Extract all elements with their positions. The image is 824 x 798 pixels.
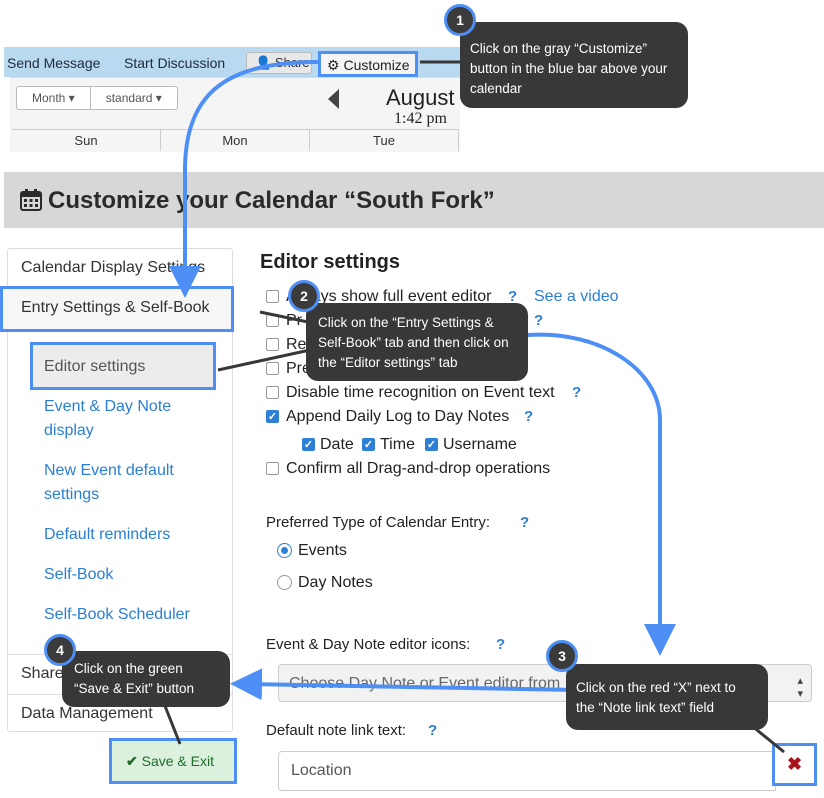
step-badge: 2: [288, 280, 320, 312]
option-label: Date: [320, 436, 354, 453]
pointer-2b: [217, 348, 311, 372]
callout-step-2: Click on the “Entry Settings & Self-Book…: [306, 303, 528, 381]
callout-step-1: Click on the gray “Customize” button in …: [460, 22, 688, 108]
sidebar-item-label: Entry Settings & Self-Book: [21, 299, 210, 316]
day-header: Mon: [161, 130, 310, 151]
sidebar-item-label: Editor settings: [44, 358, 146, 375]
option-label: Append Daily Log to Day Notes: [286, 408, 510, 425]
page-header: [4, 172, 824, 228]
close-icon: ✖: [786, 754, 803, 774]
help-icon[interactable]: ?: [496, 636, 506, 653]
day-header: Tue: [310, 130, 459, 151]
sidebar-subitem-self-book[interactable]: Self-Book: [44, 566, 114, 583]
pointer-2a: [259, 310, 309, 324]
pointer-4: [163, 705, 182, 745]
start-discussion-link[interactable]: Start Discussion: [124, 55, 226, 71]
help-icon[interactable]: ?: [508, 288, 518, 305]
option-label: Always show full event editor: [286, 288, 492, 305]
see-video-link[interactable]: See a video: [534, 288, 619, 305]
radio-label: Day Notes: [298, 574, 373, 591]
step-badge: 4: [44, 634, 76, 666]
callout-step-3: Click on the red “X” next to the “Note l…: [566, 664, 768, 730]
help-icon[interactable]: ?: [534, 312, 544, 329]
checkbox-full-editor[interactable]: [266, 290, 279, 303]
sidebar-subitem-self-book-scheduler[interactable]: Self-Book Scheduler: [44, 606, 190, 623]
checkmark-icon: ✔: [126, 753, 138, 769]
sidebar-item-entry-settings[interactable]: Entry Settings & Self-Book: [0, 286, 234, 332]
preferred-type-label: Preferred Type of Calendar Entry:: [266, 514, 491, 531]
checkbox-time[interactable]: ✓: [362, 438, 375, 451]
select-arrows-icon: ▴▾: [797, 675, 803, 700]
checkbox-append-log[interactable]: ✓: [266, 410, 279, 423]
callout-step-4: Click on the green “Save & Exit” button: [62, 651, 230, 707]
calendar-icon: [20, 189, 42, 211]
option-label: Pre: [286, 360, 311, 377]
standard-view-dropdown[interactable]: standard ▾: [89, 87, 177, 109]
step-badge: 1: [444, 4, 476, 36]
sidebar-subitem-reminders[interactable]: Default reminders: [44, 526, 171, 543]
checkbox-date[interactable]: ✓: [302, 438, 315, 451]
sidebar-subitem-display[interactable]: Event & Day Note display: [44, 398, 172, 439]
arrow-3: [527, 332, 676, 656]
section-heading: Editor settings: [260, 251, 401, 273]
editor-icons-label: Event & Day Note editor icons:: [266, 636, 471, 653]
option-label: Re: [286, 336, 307, 353]
radio-day-notes[interactable]: [277, 575, 292, 590]
option-label: Username: [443, 436, 517, 453]
month-view-dropdown[interactable]: Month ▾: [32, 91, 75, 105]
gears-icon: ⚙: [327, 57, 340, 73]
save-exit-label: Save & Exit: [141, 753, 214, 769]
save-exit-button[interactable]: ✔ Save & Exit: [109, 738, 237, 784]
checkbox-option[interactable]: [266, 362, 279, 375]
customize-button[interactable]: ⚙ Customize: [318, 51, 418, 77]
help-icon[interactable]: ?: [572, 384, 582, 401]
sidebar-item-sharing[interactable]: Share: [21, 665, 64, 682]
checkbox-confirm-drag[interactable]: [266, 462, 279, 475]
sidebar-item-calendar-display[interactable]: Calendar Display Settings: [21, 259, 206, 276]
calendar-time: 1:42 pm: [394, 110, 447, 127]
help-icon[interactable]: ?: [520, 514, 530, 531]
help-icon[interactable]: ?: [428, 722, 438, 739]
send-message-link[interactable]: Send Message: [7, 55, 101, 71]
note-link-value: Location: [291, 762, 352, 779]
calendar-month-title: August: [386, 85, 455, 110]
option-label: Disable time recognition on Event text: [286, 384, 555, 401]
arrow-1: [169, 60, 319, 298]
step-badge: 3: [546, 640, 578, 672]
page-title: Customize your Calendar “South Fork”: [48, 187, 495, 214]
checkbox-username[interactable]: ✓: [425, 438, 438, 451]
customize-label: Customize: [343, 57, 410, 73]
sidebar-subitem-editor-settings[interactable]: Editor settings: [30, 342, 216, 390]
radio-label: Events: [298, 542, 347, 559]
option-label: Confirm all Drag-and-drop operations: [286, 460, 551, 477]
note-link-label: Default note link text:: [266, 722, 407, 739]
radio-events[interactable]: [277, 543, 292, 558]
arrow-3-to-4: [230, 668, 579, 701]
checkbox-disable-time[interactable]: [266, 386, 279, 399]
view-selector: Month ▾ standard ▾: [16, 86, 178, 110]
option-label: Time: [380, 436, 415, 453]
sidebar-item-data-management[interactable]: Data Management: [21, 705, 153, 722]
checkbox-option[interactable]: [266, 338, 279, 351]
day-header-row: Sun Mon Tue: [12, 129, 459, 151]
help-icon[interactable]: ?: [524, 408, 534, 425]
day-header: Sun: [12, 130, 161, 151]
note-link-input[interactable]: Location: [278, 751, 776, 791]
prev-arrow-icon[interactable]: [328, 89, 339, 109]
sidebar-subitem-new-event[interactable]: New Event default settings: [44, 462, 174, 503]
